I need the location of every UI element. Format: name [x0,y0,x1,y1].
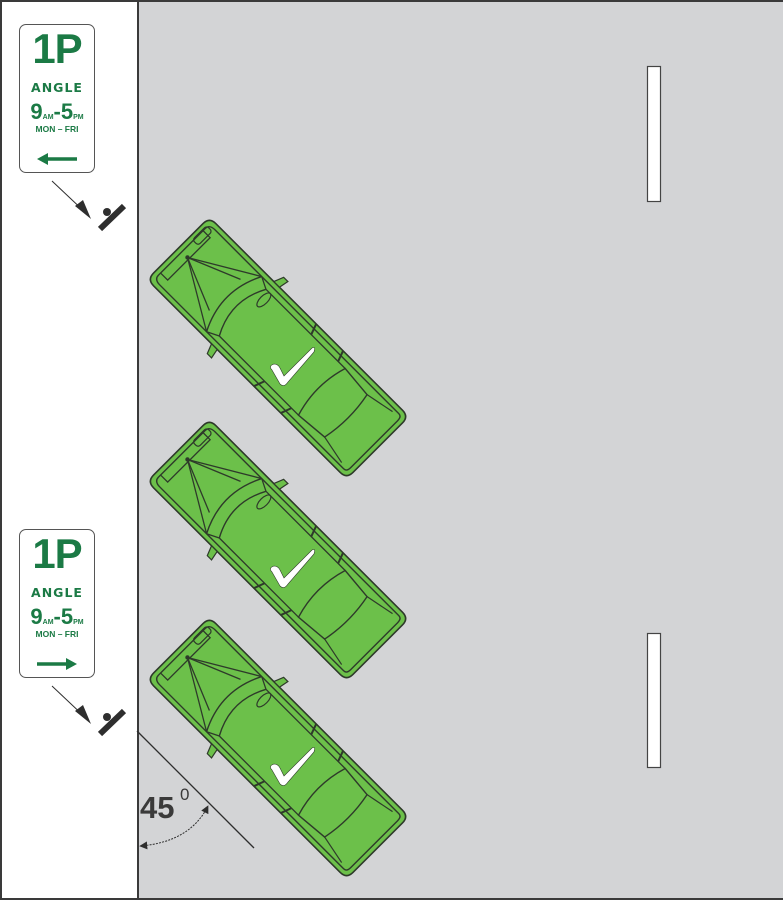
arrow-right-icon [37,658,77,670]
angle-arc-icon [139,805,209,850]
sign-start-suffix: AM [42,114,54,121]
car-1 [139,209,417,487]
sign-limit: 1P [32,530,82,577]
angle-value: 45 [140,790,175,825]
arrow-left-icon [37,153,77,165]
sign-type: ANGLE [31,80,83,95]
sign-end-hour: 5 [60,604,74,629]
angle-reference-line [136,730,255,849]
sign-end-hour: 5 [60,99,74,124]
sign-start-suffix: AM [42,619,54,626]
lane-marking-bottom [646,632,662,769]
sign-days: MON – FRI [35,124,79,134]
pole-arrow-icon-top [51,180,91,219]
sign-dash: - [53,99,61,124]
sign-times: 9AM-5PM [20,606,94,630]
sign-start-hour: 9 [30,99,43,124]
parking-sign-top: 1P ANGLE 9AM-5PM MON – FRI [19,24,95,173]
sign-limit: 1P [32,25,82,72]
sign-days: MON – FRI [35,629,79,639]
sign-type: ANGLE [31,585,83,600]
parking-sign-bottom: 1P ANGLE 9AM-5PM MON – FRI [19,529,95,678]
pole-arrow-icon-bottom [51,685,91,724]
angle-degree-symbol: 0 [180,785,190,804]
sign-end-suffix: PM [73,619,84,626]
sign-times: 9AM-5PM [20,101,94,125]
pole-base-icon-bottom [97,708,127,737]
lane-marking-top [646,65,662,203]
sign-start-hour: 9 [30,604,43,629]
pole-base-icon-top [97,203,127,232]
sign-dash: - [53,604,61,629]
sign-end-suffix: PM [73,114,84,121]
